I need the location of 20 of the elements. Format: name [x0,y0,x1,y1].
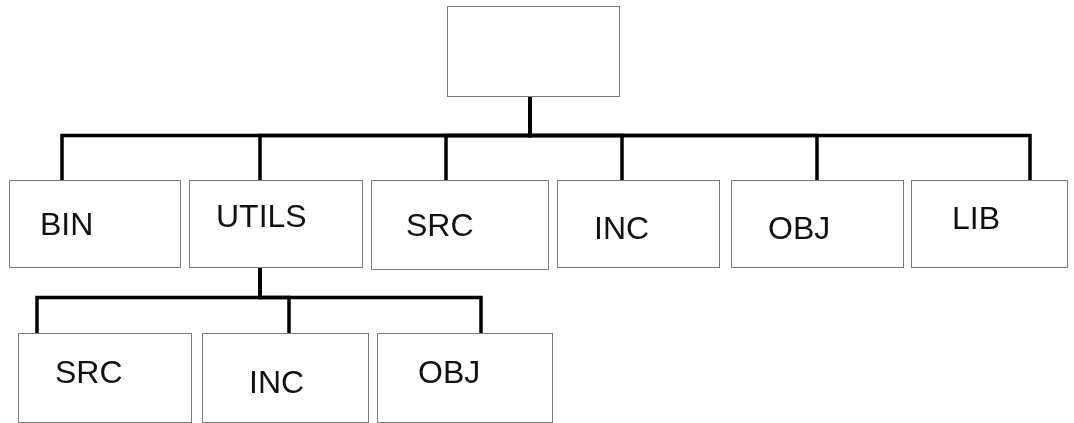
folder-box [202,333,369,423]
folder-box [9,180,181,268]
folder-label: INC [249,363,305,401]
folder-box [911,180,1068,268]
folder-label: INC [594,209,650,247]
folder-label: SRC [406,206,474,244]
connector-line [258,268,483,333]
folder-label: OBJ [768,209,831,247]
folder-box [557,180,720,268]
folder-box [377,333,553,423]
folder-label: BIN [40,205,94,243]
folder-label: SRC [55,353,123,391]
folder-label: OBJ [418,353,481,391]
folder-box [731,180,904,268]
folder-box [371,180,549,270]
empty-box [447,6,620,97]
folder-box [189,180,363,268]
folder-label: UTILS [216,197,307,235]
folder-label: LIB [952,199,1001,237]
folder-box [18,333,192,423]
